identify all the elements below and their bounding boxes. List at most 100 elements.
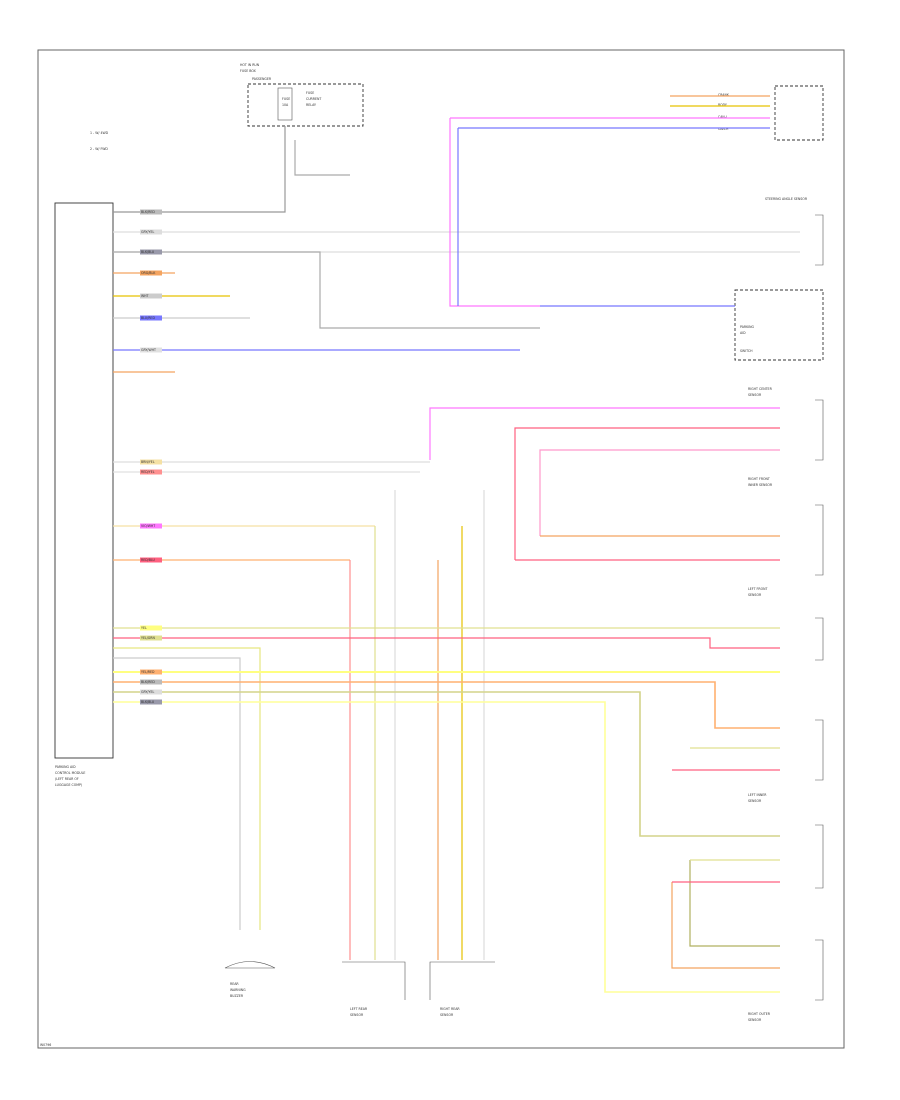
fuse-rating: 10A — [282, 103, 289, 107]
wire-label-swatch — [140, 669, 162, 675]
wire-red-center — [514, 427, 780, 560]
fuse-box-title-1: HOT IN RUN — [240, 63, 260, 67]
label-fr-rh-inner-1: RIGHT FRONT — [748, 477, 770, 481]
wire-label: GRY/WHT — [141, 348, 156, 352]
wire-low-yelgrn — [113, 691, 780, 837]
wires — [113, 95, 800, 993]
lr-sensor-bracket — [342, 961, 406, 1000]
wire-label-swatch — [140, 249, 162, 255]
wire-label: BLU/RED — [141, 316, 155, 320]
module-left-label-3: (LEFT REAR OF — [55, 777, 79, 781]
park-switch — [734, 289, 824, 361]
label-fr-rh-center-1: RIGHT CENTER — [748, 387, 773, 391]
wire-low-yelred — [113, 681, 780, 729]
bracket-steering — [815, 214, 824, 266]
park-switch-label-2: AID — [740, 331, 746, 335]
fuse-note-1: FUSE — [306, 91, 314, 95]
wire-label-swatch — [140, 469, 162, 475]
fuse-box: HOT IN RUN FUSE BOX PASSENGER FUSE 10A F… — [240, 63, 364, 127]
label-lh-front-2: SENSOR — [748, 593, 762, 597]
wire-low-2 — [113, 637, 780, 649]
wire-label: GRY/YEL — [141, 230, 154, 234]
wire-label-swatch — [140, 270, 162, 276]
buzzer-shape — [224, 961, 276, 969]
wire-label: WHT — [141, 294, 149, 298]
label-lh-front-1: LEFT FRONT — [748, 587, 767, 591]
wire-label: BLK/RED — [141, 210, 155, 214]
wire-label-swatch — [140, 229, 162, 235]
wire-label: YEL/GRN — [141, 636, 155, 640]
top-right-pin-2: BODY — [718, 103, 727, 107]
fuse-label: FUSE — [282, 97, 290, 101]
wire-labels: BLK/RED GRY/YEL BLK/BLU ORG/BLK WHT BLU/RED GR… — [140, 209, 162, 705]
label-rh-outer-2: SENSOR — [748, 1018, 762, 1022]
wire-label-swatch — [140, 557, 162, 563]
wire-label-swatch — [140, 293, 162, 299]
wire-label-swatch — [140, 625, 162, 631]
wire-label: BLK/RED — [141, 680, 155, 684]
module-left-label-1: PARKING AID — [55, 765, 76, 769]
wire-low-yelwht — [113, 701, 780, 993]
wire-label: RED/BLU — [141, 558, 156, 562]
bottom-components — [224, 961, 495, 1000]
wire-label-swatch — [140, 523, 162, 529]
legend-line-1: 1 - W/ 4WD — [90, 131, 109, 135]
label-buzzer-1: REAR — [230, 982, 239, 986]
wire-label-swatch — [140, 209, 162, 215]
wire-label: ORG/BLK — [141, 271, 156, 275]
label-lr-1: LEFT REAR — [350, 1007, 368, 1011]
wire-low-3 — [113, 647, 261, 930]
wire-label: BRN/YEL — [141, 460, 155, 464]
wire-fuse-branch — [294, 140, 350, 176]
wire-black-mid — [113, 251, 540, 329]
diagram-border — [37, 49, 845, 1049]
bracket-lh-inner — [815, 719, 824, 781]
bracket-lh-front — [815, 617, 824, 661]
fuse-box-title-3: PASSENGER — [252, 77, 272, 81]
wire-label-swatch — [140, 635, 162, 641]
wire-label-swatch — [140, 679, 162, 685]
wire-violet-center — [429, 407, 780, 460]
bracket-rh-inner2 — [815, 824, 824, 889]
wire-label: GRY/YEL — [141, 690, 154, 694]
label-rh-outer-1: RIGHT OUTER — [748, 1012, 771, 1016]
module-left-label-2: CONTROL MODULE — [55, 771, 85, 775]
wire-label: VIO/WHT — [141, 524, 155, 528]
wire-label: RED/YEL — [141, 470, 155, 474]
top-right-pin-4: CAN-H — [718, 127, 729, 131]
label-fr-rh-inner-2: INNER SENSOR — [748, 483, 773, 487]
wire-label-swatch — [140, 459, 162, 465]
label-rr-1: RIGHT REAR — [440, 1007, 460, 1011]
right-components — [815, 214, 824, 1001]
label-lh-inner-1: LEFT INNER — [748, 793, 767, 797]
wire-label: BLK/BLU — [141, 700, 155, 704]
fuse-note-2: CURRENT — [306, 97, 321, 101]
bracket-center — [815, 399, 824, 461]
top-right-component — [774, 85, 824, 141]
fuse-note-3: RELAY — [306, 103, 316, 107]
label-buzzer-3: BUZZER — [230, 994, 244, 998]
wire-low-4 — [113, 657, 241, 930]
wire-fuse-down — [113, 126, 286, 213]
fuse-box-outline — [247, 83, 364, 127]
wire-violet-top — [449, 118, 540, 307]
park-switch-label-3: SWITCH — [740, 349, 753, 353]
label-lh-inner-2: SENSOR — [748, 799, 762, 803]
wire-rh-inner-1 — [689, 860, 780, 947]
module-left-label-4: LUGGAGE COMP) — [55, 783, 82, 787]
label-rr-2: SENSOR — [440, 1013, 454, 1017]
wire-label-swatch — [140, 699, 162, 705]
bracket-rh-outer — [815, 939, 824, 1001]
wire-pink-inner — [539, 449, 780, 536]
wire-label-swatch — [140, 315, 162, 321]
module-left — [54, 202, 114, 759]
rr-sensor-bracket — [429, 961, 495, 1000]
wire-rh-inner-2 — [671, 882, 780, 969]
bracket-inner — [815, 504, 824, 576]
label-steering: STEERING ANGLE SENSOR — [765, 197, 808, 201]
label-lr-2: SENSOR — [350, 1013, 364, 1017]
wire-label-swatch — [140, 347, 162, 353]
wire-label-swatch — [140, 689, 162, 695]
